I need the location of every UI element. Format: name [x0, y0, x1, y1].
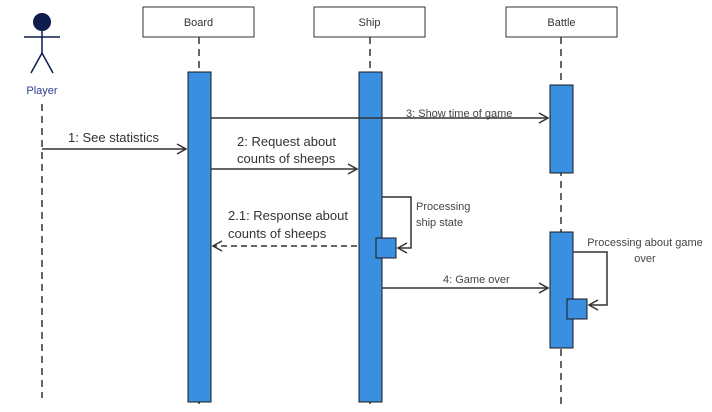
message-2-label-line2: counts of sheeps: [237, 151, 336, 166]
message-4-label: 4: Game over: [443, 274, 510, 286]
ship-participant: Ship: [313, 6, 426, 405]
board-header: [142, 6, 255, 38]
ship-self-call-arrow: [382, 196, 412, 254]
battle-header-label: Battle: [547, 17, 575, 29]
battle-self-call-label-line2: over: [634, 253, 656, 265]
message-3-label: 3: Show time of game: [406, 108, 512, 120]
ship-self-call-label-line1: Processing: [416, 201, 470, 213]
battle-self-call-label-line1: Processing about game: [587, 237, 703, 249]
battle-self-call: Processing about game over: [573, 237, 703, 311]
board-activation: [187, 71, 212, 403]
battle-header: [505, 6, 618, 38]
message-3: 3: Show time of game: [211, 108, 550, 124]
ship-header-label: Ship: [358, 17, 380, 29]
ship-self-call-label-line2: ship state: [416, 217, 463, 229]
ship-self-activation: [375, 237, 397, 259]
message-2-label-line1: 2: Request about: [237, 134, 336, 149]
stick-figure-icon: [24, 13, 60, 74]
message-2-1: 2.1: Response about counts of sheeps: [211, 208, 357, 252]
ship-activation: [358, 71, 383, 403]
board-participant: Board: [142, 6, 255, 405]
message-2-1-label-line2: counts of sheeps: [228, 226, 327, 241]
player-actor: Player: [24, 13, 60, 398]
battle-activation-2: [549, 231, 574, 349]
battle-self-activation: [566, 298, 588, 320]
ship-self-call: Processing ship state: [382, 196, 470, 254]
battle-self-call-arrow: [573, 251, 608, 311]
battle-activation-1: [549, 84, 574, 174]
message-2: 2: Request about counts of sheeps: [211, 134, 359, 175]
board-header-label: Board: [184, 17, 213, 29]
battle-participant: Battle: [505, 6, 618, 405]
message-1: 1: See statistics: [42, 130, 188, 155]
message-4: 4: Game over: [382, 274, 550, 294]
message-1-label: 1: See statistics: [68, 130, 160, 145]
player-label: Player: [26, 85, 58, 97]
message-2-1-label-line1: 2.1: Response about: [228, 208, 348, 223]
